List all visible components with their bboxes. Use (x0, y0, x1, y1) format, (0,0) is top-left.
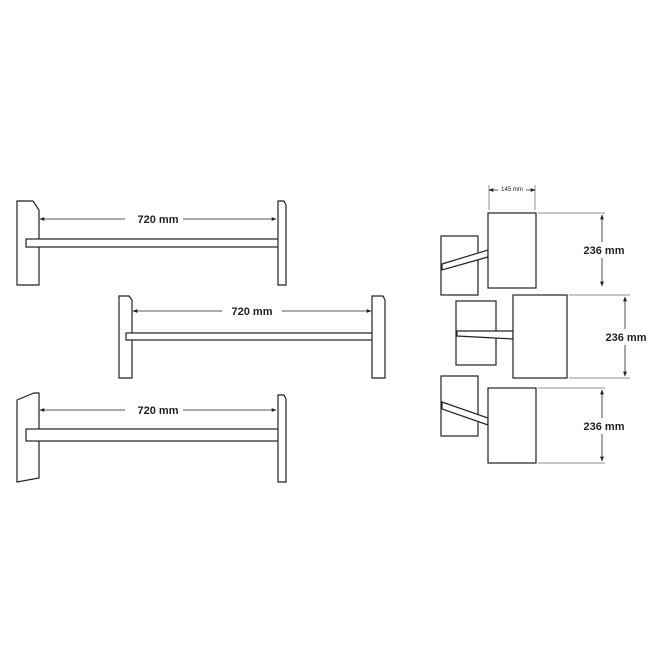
height-label-1: 236 mm (584, 245, 625, 257)
side-shelf-3 (440, 375, 605, 464)
shelf-3-width-label: 720 mm (138, 405, 179, 417)
depth-label: 145 mm (501, 187, 523, 193)
side-shelf-1 (440, 185, 605, 296)
height-label-2: 236 mm (606, 332, 647, 344)
shelf-1 (16, 200, 287, 286)
shelf-2 (118, 295, 386, 379)
shelf-1-width-label: 720 mm (138, 214, 179, 226)
side-shelf-2 (455, 294, 630, 379)
height-label-3: 236 mm (584, 421, 625, 433)
shelf-2-width-label: 720 mm (232, 306, 273, 318)
shelf-3 (16, 392, 287, 483)
